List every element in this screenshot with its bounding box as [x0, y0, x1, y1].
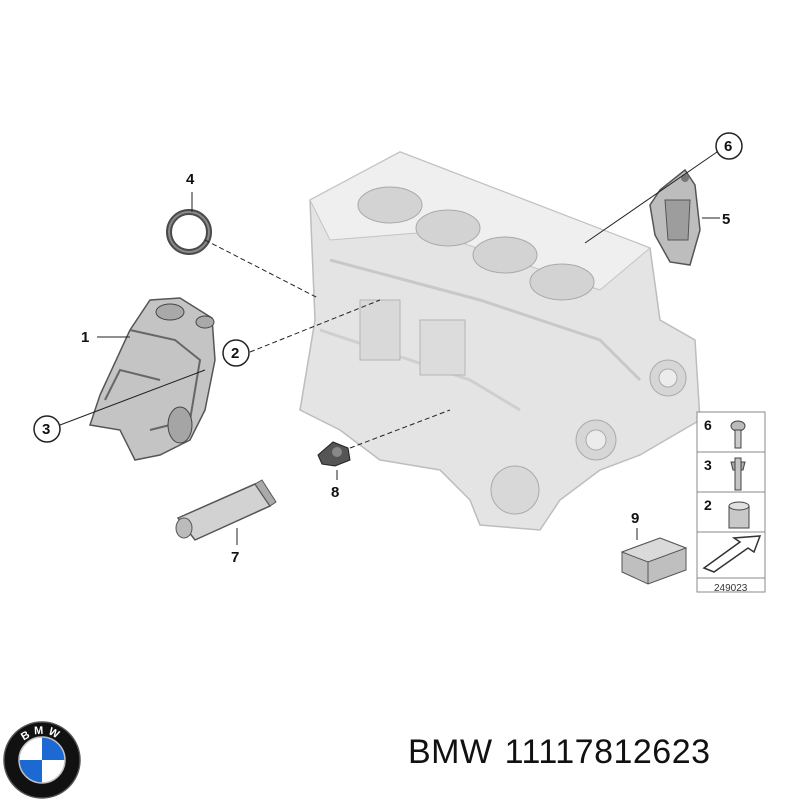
- legend-number: 6: [704, 417, 712, 433]
- legend-row: 2: [704, 497, 750, 529]
- bracket-part: [89, 297, 216, 461]
- stud-bolt-icon: [730, 457, 746, 491]
- part-number: 11117812623: [504, 733, 711, 771]
- callout-number: 4: [186, 171, 195, 188]
- callout-3: 3: [33, 415, 61, 443]
- diagram-id: 249023: [714, 583, 748, 594]
- legend-row: 3: [704, 457, 746, 491]
- callout-9: 9: [631, 510, 639, 527]
- dowel-sleeve-icon: [728, 501, 750, 529]
- brand-name: BMW: [408, 733, 493, 771]
- callout-number: 7: [231, 549, 239, 566]
- callout-1: 1: [81, 329, 89, 346]
- callout-number: 2: [231, 345, 239, 362]
- sensor-part: [317, 441, 351, 467]
- legend-number: 3: [704, 457, 712, 473]
- callout-6: 6: [715, 132, 743, 160]
- bolt-icon: [730, 420, 746, 449]
- callout-5: 5: [722, 211, 730, 228]
- engine-block-illustration: [299, 151, 701, 531]
- callout-number: 3: [42, 421, 50, 438]
- legend-table: 6 3 2 249023: [696, 411, 766, 594]
- callout-number: 5: [722, 211, 730, 228]
- o-ring-part: [166, 209, 212, 255]
- support-bracket-part: [649, 168, 701, 266]
- callout-number: 9: [631, 510, 639, 527]
- sealant-tube-part: [175, 479, 277, 541]
- callout-8: 8: [331, 484, 339, 501]
- legend-row: 6: [704, 417, 746, 449]
- callout-2: 2: [222, 339, 250, 367]
- callout-4: 4: [186, 171, 195, 188]
- callout-number: 8: [331, 484, 339, 501]
- bmw-logo: BMW: [3, 721, 81, 799]
- part-caption: BMW 11117812623: [408, 733, 798, 783]
- arrow-icon: [702, 535, 762, 573]
- callout-7: 7: [231, 549, 239, 566]
- box-part: [620, 537, 688, 585]
- callout-number: 1: [81, 329, 89, 346]
- legend-number: 2: [704, 497, 712, 513]
- leader-lines: [59, 151, 720, 545]
- callout-number: 6: [724, 138, 732, 155]
